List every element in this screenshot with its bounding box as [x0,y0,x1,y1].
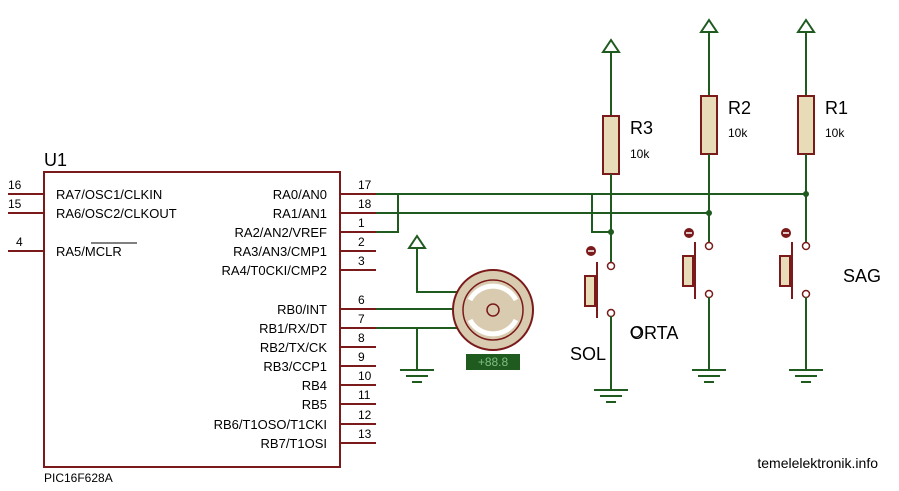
pin-num: 11 [358,388,371,402]
pin-name: RA4/T0CKI/CMP2 [222,263,327,278]
pin-name: RA6/OSC2/CLKOUT [56,206,177,221]
pin-num: 6 [358,293,365,307]
credit-text: temelelektronik.info [757,455,878,471]
pin-name: RA2/AN2/VREF [235,225,328,240]
mcu-right-pins: 17 18 1 2 3 6 7 8 9 10 11 12 13 RA0/AN0 … [214,178,376,451]
ground-symbols [594,369,823,403]
pin-num: 7 [358,312,365,326]
motor: +88.8 [400,234,534,383]
pin-name: RA0/AN0 [273,187,327,202]
pin-name: RB3/CCP1 [263,359,327,374]
vcc-symbols [601,18,816,116]
switch-label-sol: SOL [570,344,606,364]
resistor-r2: R2 10k [700,95,751,243]
pin-name: RA3/AN3/CMP1 [233,244,327,259]
pin-num: 10 [358,369,372,383]
pin-name: RA7/OSC1/CLKIN [56,187,162,202]
resistor-ref: R3 [630,118,653,138]
pin-num: 15 [8,197,22,211]
mcu-left-pins: 16 15 4 RA7/OSC1/CLKIN RA6/OSC2/CLKOUT R… [8,178,177,259]
pin-num: 13 [358,427,372,441]
pin-name: RB0/INT [277,302,327,317]
pin-num: 2 [358,235,365,249]
pin-num: 3 [358,254,365,268]
mcu-ref: U1 [44,150,67,170]
switch-label-sag: SAG [843,266,881,286]
pin-num: 17 [358,178,372,192]
mcu-part: PIC16F628A [44,471,113,485]
pin-num: 18 [358,197,372,211]
orta-o-mark [630,326,642,338]
pin-name: RB2/TX/CK [260,340,328,355]
resistor-r1: R1 10k [797,95,848,243]
pin-num: 16 [8,178,22,192]
resistor-value: 10k [728,126,748,140]
pin-num: 12 [358,408,372,422]
motor-display-value: +88.8 [478,355,509,369]
resistor-r3: R3 10k [602,115,653,232]
pin-name: RB6/T1OSO/T1CKI [214,417,327,432]
pin-name: RA5/MCLR [56,244,122,259]
mcu-body [43,171,341,468]
signal-wires [376,193,806,329]
pin-num: 1 [358,216,365,230]
resistor-ref: R1 [825,98,848,118]
resistor-ref: R2 [728,98,751,118]
switch-sag[interactable] [779,228,811,370]
pin-name: RB1/RX/DT [259,321,327,336]
pin-num: 8 [358,331,365,345]
pin-name: RB4 [302,378,327,393]
pin-name: RB7/T1OSI [261,436,327,451]
pin-num: 4 [16,235,23,249]
pin-name: RB5 [302,397,327,412]
resistor-value: 10k [825,126,845,140]
switch-label-orta: ORTA [630,323,678,343]
pin-name: RA1/AN1 [273,206,327,221]
motor-display [466,354,520,370]
switch-orta[interactable] [682,228,714,370]
resistor-value: 10k [630,147,650,161]
switch-sol[interactable] [584,232,616,390]
pin-num: 9 [358,350,365,364]
